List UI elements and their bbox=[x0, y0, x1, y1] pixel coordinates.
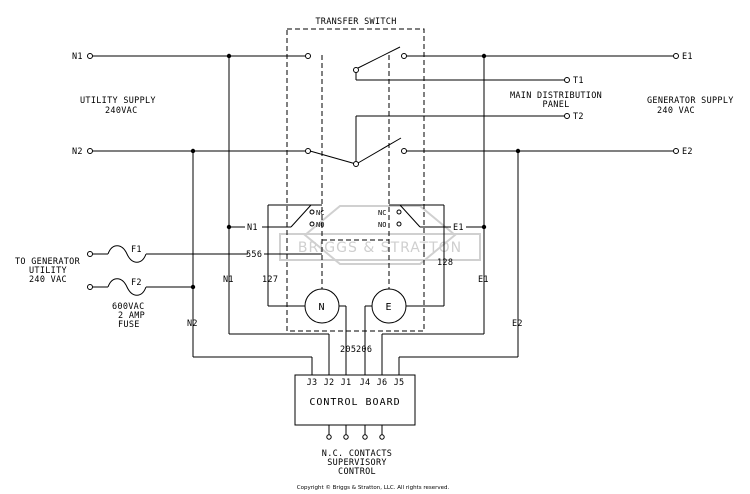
e1-line bbox=[401, 53, 679, 59]
terminal-e1: E1 bbox=[682, 52, 693, 62]
briggs-stratton-watermark: BRIGGS & STRATTON bbox=[279, 205, 481, 265]
to-generator-utility: UTILITY bbox=[29, 266, 67, 276]
terminal-t2: T2 bbox=[573, 112, 584, 122]
n2-line bbox=[87, 148, 311, 154]
pin-j2: J2 bbox=[324, 378, 335, 388]
pin-j1: J1 bbox=[341, 378, 352, 388]
terminal-t1: T1 bbox=[573, 76, 584, 86]
main-switch-blade-bottom-right bbox=[357, 137, 402, 164]
copyright-notice: Copyright © Briggs & Stratton, LLC. All … bbox=[297, 484, 450, 491]
wire-label-n2: N2 bbox=[187, 319, 198, 329]
wire-label-e1: E1 bbox=[478, 275, 489, 285]
wire-label-128: 128 bbox=[437, 258, 453, 268]
main-switch-blade-bottom-left bbox=[309, 150, 357, 165]
fuse-f2-symbol bbox=[107, 278, 147, 296]
wire-label-205: 205 bbox=[340, 345, 356, 355]
control-label: CONTROL bbox=[338, 467, 376, 477]
generator-supply-label: GENERATOR SUPPLY bbox=[647, 96, 734, 106]
nc-contacts-label: N.C. CONTACTS bbox=[322, 449, 392, 459]
svg-text:N: N bbox=[318, 302, 325, 313]
wire-label-127: 127 bbox=[262, 275, 278, 285]
fuse-f1-symbol bbox=[107, 245, 147, 263]
to-generator-voltage: 240 VAC bbox=[29, 275, 67, 285]
control-board-title: CONTROL BOARD bbox=[309, 397, 400, 408]
fuse-f2-label: F2 bbox=[131, 278, 142, 288]
terminal-n1: N1 bbox=[72, 52, 83, 62]
svg-text:BRIGGS & STRATTON: BRIGGS & STRATTON bbox=[298, 240, 462, 256]
main-switch-blade-top bbox=[355, 46, 401, 70]
to-generator-label: TO GENERATOR bbox=[15, 257, 81, 267]
coil-n: N bbox=[304, 288, 340, 324]
pin-j4: J4 bbox=[360, 378, 371, 388]
pin-j6: J6 bbox=[377, 378, 388, 388]
relay-e-blade bbox=[399, 204, 421, 228]
relay-n-blade bbox=[290, 204, 312, 228]
wire-label-e2: E2 bbox=[512, 319, 523, 329]
supervisory-label: SUPERVISORY bbox=[327, 458, 387, 468]
generator-supply-voltage: 240 VAC bbox=[657, 106, 695, 116]
pin-j5: J5 bbox=[394, 378, 405, 388]
relay-e-nc: NC bbox=[378, 209, 386, 217]
utility-supply-voltage: 240VAC bbox=[105, 106, 138, 116]
relay-terminal-n1: N1 bbox=[247, 223, 258, 233]
relay-n-no: NO bbox=[316, 221, 324, 229]
wire-label-n1: N1 bbox=[223, 275, 234, 285]
coil-e: E bbox=[371, 288, 407, 324]
relay-n-nc: NC bbox=[316, 209, 324, 217]
control-board: J3 J2 J1 J4 J6 J5 CONTROL BOARD bbox=[294, 374, 416, 426]
pin-j3: J3 bbox=[307, 378, 318, 388]
fuse-f1-label: F1 bbox=[131, 245, 142, 255]
svg-text:E: E bbox=[385, 302, 392, 313]
terminal-e2: E2 bbox=[682, 147, 693, 157]
fuse-rating-2: 2 AMP bbox=[118, 311, 145, 321]
fuse-rating-1: 600VAC bbox=[112, 302, 145, 312]
e2-line bbox=[401, 148, 679, 154]
fuse-rating-3: FUSE bbox=[118, 320, 140, 330]
panel-label: MAIN DISTRIBUTION bbox=[510, 91, 602, 101]
wire-label-206: 206 bbox=[356, 345, 372, 355]
transfer-switch-enclosure bbox=[286, 28, 425, 332]
relay-terminal-e1: E1 bbox=[453, 223, 464, 233]
nc-contact-terminals bbox=[326, 425, 385, 440]
transfer-switch-title: TRANSFER SWITCH bbox=[315, 17, 396, 27]
panel-label-2: PANEL bbox=[542, 100, 569, 110]
wire-label-556: 556 bbox=[246, 250, 262, 260]
relay-e-no: NO bbox=[378, 221, 386, 229]
utility-supply-label: UTILITY SUPPLY bbox=[80, 96, 156, 106]
terminal-n2: N2 bbox=[72, 147, 83, 157]
n1-line bbox=[87, 53, 311, 59]
